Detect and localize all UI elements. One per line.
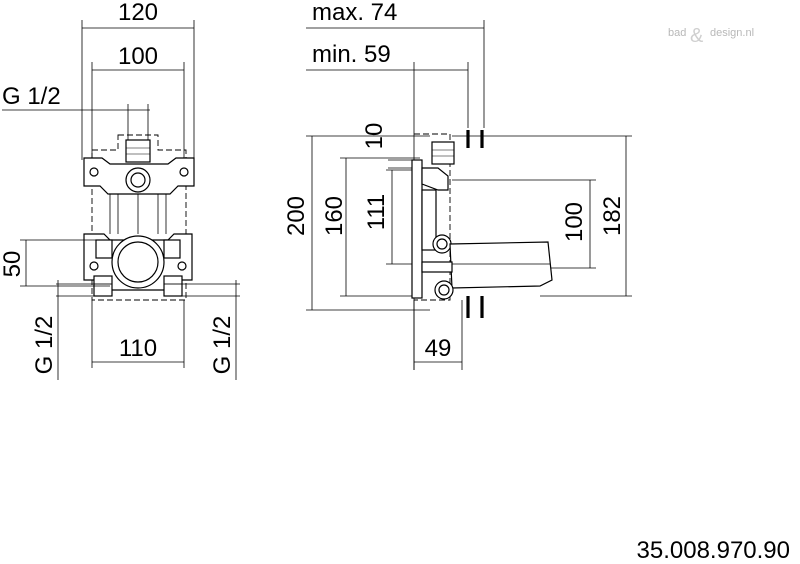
dim-111: 111 xyxy=(363,194,390,230)
dim-182: 182 xyxy=(599,196,626,236)
dim-depth-max: max. 74 xyxy=(312,0,397,26)
dim-bottom-width: 110 xyxy=(119,335,157,362)
watermark-logo: bad & design.nl xyxy=(668,25,754,47)
dim-100: 100 xyxy=(561,202,588,242)
dim-thread-top: G 1/2 xyxy=(2,83,61,110)
dim-160: 160 xyxy=(321,196,348,236)
dim-49: 49 xyxy=(425,335,452,362)
front-view: 120 100 G 1/2 xyxy=(0,0,240,380)
watermark-ampersand: & xyxy=(690,25,704,47)
dim-width-outer: 120 xyxy=(118,0,158,26)
dim-200: 200 xyxy=(283,196,310,236)
article-number: 35.008.970.90 xyxy=(637,537,790,564)
dim-thread-right: G 1/2 xyxy=(209,316,236,375)
dim-depth-min: min. 59 xyxy=(312,41,391,68)
watermark-text-right: design.nl xyxy=(710,27,754,39)
side-view: max. 74 min. 59 10 200 160 111 xyxy=(283,0,632,370)
dim-thread-left: G 1/2 xyxy=(31,316,58,375)
dim-height-lower: 50 xyxy=(0,251,26,278)
dim-width-inner: 100 xyxy=(118,43,158,70)
watermark-text-left: bad xyxy=(668,27,686,39)
